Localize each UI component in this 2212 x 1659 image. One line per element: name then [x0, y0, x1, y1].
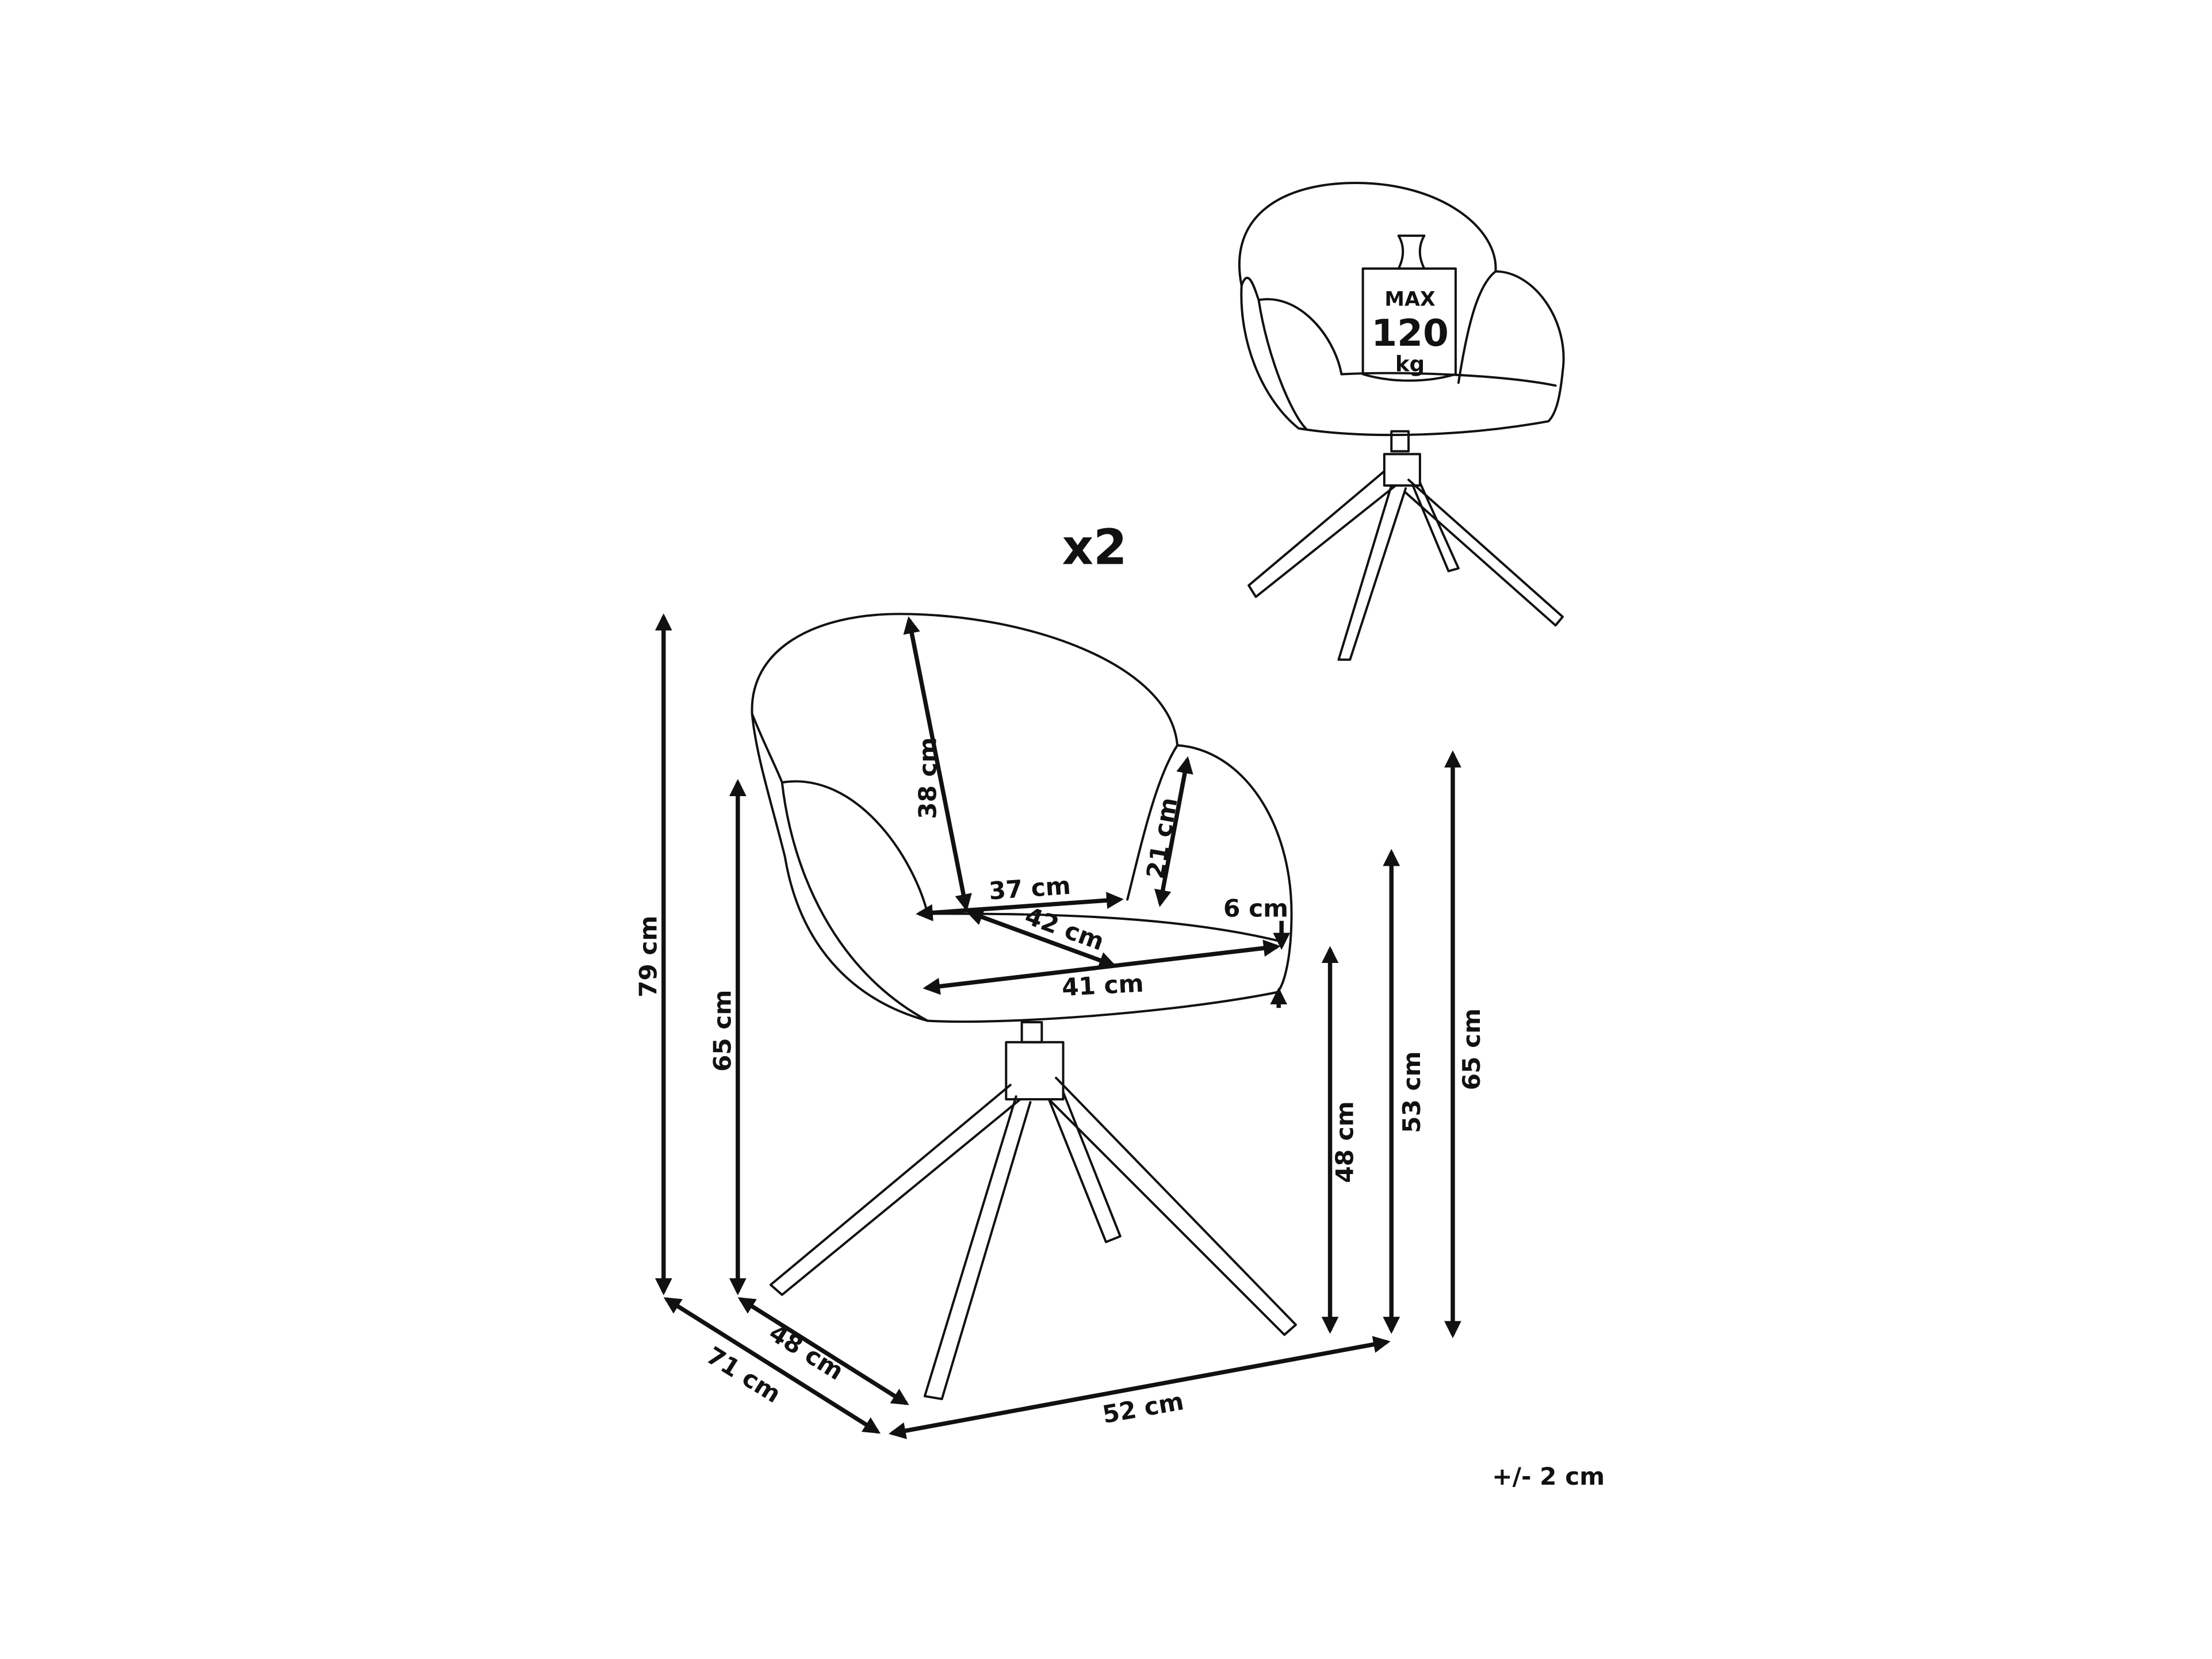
- quantity-label: x2: [1062, 519, 1127, 575]
- weight-unit: kg: [1395, 351, 1425, 377]
- tolerance-note: +/- 2 cm: [1492, 1462, 1605, 1490]
- seat-width-back-label: 37 cm: [988, 871, 1071, 905]
- dimension-lines: [655, 613, 1461, 1439]
- max-weight-badge: MAX 120 kg: [1361, 234, 1457, 382]
- seat-height-label: 48 cm: [1330, 1101, 1358, 1183]
- base-depth-label: 48 cm: [764, 1318, 849, 1386]
- armrest-inner-height-label: 21 cm: [1141, 796, 1183, 881]
- small-chair-illustration: MAX 120 kg: [1238, 181, 1565, 661]
- total-depth-label: 71 cm: [702, 1341, 786, 1408]
- seat-thickness-label: 6 cm: [1223, 894, 1288, 922]
- seat-width-front-label: 41 cm: [1061, 969, 1145, 1001]
- seat-top-height-label: 53 cm: [1398, 1051, 1426, 1133]
- weight-value: 120: [1371, 312, 1449, 355]
- main-chair-illustration: [751, 613, 1297, 1401]
- max-label: MAX: [1384, 288, 1435, 311]
- armrest-height-label: 65 cm: [708, 990, 736, 1072]
- total-height-label: 79 cm: [634, 916, 662, 997]
- backrest-height-label: 38 cm: [914, 737, 942, 819]
- armrest-height-right-label: 65 cm: [1457, 1008, 1486, 1090]
